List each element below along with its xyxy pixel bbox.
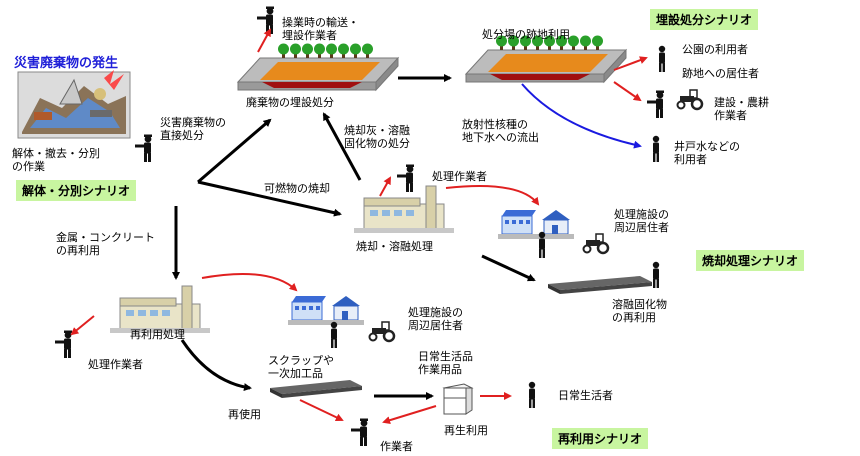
reuse2-label: 再生利用 — [444, 424, 488, 437]
landfill-site-image — [465, 35, 627, 83]
landfill-burial-label: 廃棄物の埋設処分 — [246, 96, 334, 109]
well-users-label: 井戸水などの 利用者 — [674, 140, 740, 166]
processing-workers-bottom-label: 処理作業者 — [88, 358, 143, 371]
person-park-icon — [658, 45, 666, 72]
incineration-plant-label: 焼却・溶融処理 — [356, 240, 433, 253]
recycle-scenario-badge: 再利用シナリオ — [552, 428, 649, 449]
workers-label: 作業者 — [380, 440, 413, 453]
person-well-icon — [652, 135, 660, 162]
diagram-title: 災害廃棄物の発生 — [14, 56, 119, 71]
transport-workers-label: 操業時の輸送・ 埋設作業者 — [282, 16, 359, 42]
recycle-plant-image — [109, 285, 211, 334]
worker-transport-icon — [257, 6, 274, 34]
slag-slab-image — [548, 276, 652, 294]
residents-top-label: 処理施設の 周辺居住者 — [614, 208, 669, 234]
ash-disposal-label: 焼却灰・溶融 固化物の処分 — [344, 124, 410, 150]
groundwater-label: 放射性核種の 地下水への流出 — [462, 118, 539, 144]
recycle-plant-label: 再利用処理 — [130, 328, 185, 341]
refrigerator-image — [442, 383, 474, 415]
site-reuse-label: 処分場の跡地利用 — [482, 28, 570, 41]
daily-goods-label: 日常生活品 作業用品 — [418, 350, 473, 376]
worker-construction-icon — [647, 90, 664, 118]
park-users-label: 公園の利用者 — [682, 43, 748, 56]
worker-processing-bottom-icon — [55, 330, 72, 358]
dismantle-scenario-badge: 解体・分別シナリオ — [16, 180, 137, 201]
black-flow-arrows — [172, 74, 536, 400]
scrap-slab-image — [270, 380, 362, 398]
person-resident-bottom-icon — [330, 321, 338, 348]
direct-disposal-label: 災害廃棄物の 直接処分 — [160, 116, 226, 142]
site-residents-label: 跡地への居住者 — [682, 67, 759, 80]
residents-bottom-label: 処理施設の 周辺居住者 — [408, 306, 463, 332]
person-slag-icon — [652, 261, 660, 288]
burial-scenario-badge: 埋設処分シナリオ — [650, 9, 759, 30]
combustible-label: 可燃物の焼却 — [264, 182, 330, 195]
person-daily-icon — [528, 381, 536, 408]
incineration-plant-image — [353, 185, 455, 234]
reuse-label: 再使用 — [228, 408, 261, 421]
worker-processing-top-icon — [397, 164, 414, 192]
tractor-image — [676, 88, 704, 111]
debris-pile-image — [17, 70, 131, 139]
worker-demolition-icon — [135, 134, 152, 162]
incineration-scenario-badge: 焼却処理シナリオ — [696, 250, 805, 271]
residences-bottom-image — [287, 295, 396, 343]
person-resident-top-icon — [538, 231, 546, 258]
daily-person-label: 日常生活者 — [558, 389, 613, 402]
landfill-burial-image — [237, 43, 399, 91]
demolition-work-label: 解体・撤去・分別 の作業 — [12, 147, 100, 173]
processing-workers-top-label: 処理作業者 — [432, 170, 487, 183]
metal-concrete-label: 金属・コンクリート の再利用 — [56, 231, 155, 257]
worker-reuse-icon — [351, 418, 368, 446]
residences-top-image — [497, 209, 610, 255]
slag-reuse-label: 溶融固化物 の再利用 — [612, 298, 667, 324]
groundwater-flow-arrow — [521, 83, 642, 149]
red-exposure-arrows — [70, 28, 648, 425]
construction-farm-label: 建設・農耕 作業者 — [714, 96, 769, 122]
scrap-label: スクラップや 一次加工品 — [268, 354, 334, 380]
